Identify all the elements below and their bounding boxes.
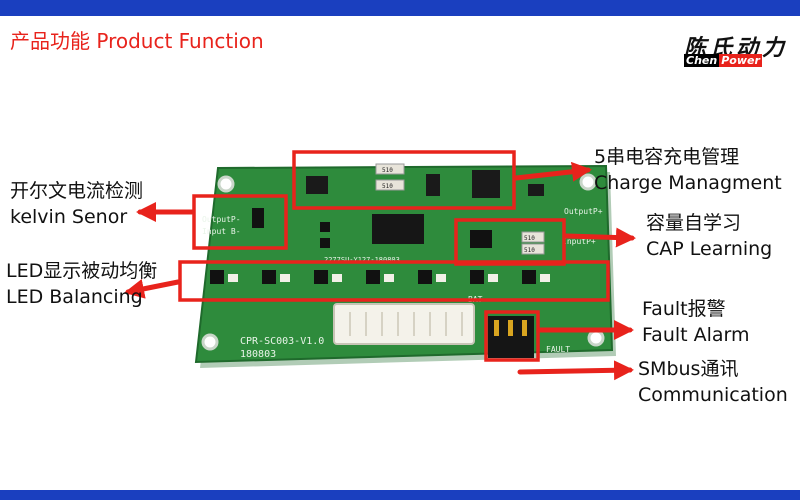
arrow-led	[124, 279, 181, 299]
label-led: LED显示被动均衡 LED Balancing	[6, 258, 157, 310]
label-smbus: SMbus通讯 Communication	[638, 356, 788, 408]
mount-hole	[217, 175, 235, 193]
led-row	[210, 270, 550, 284]
mosfet	[426, 174, 440, 196]
arrow-smbus	[517, 360, 634, 381]
highlight-cap	[454, 218, 566, 266]
label-charge: 5串电容充电管理 Charge Managment	[594, 144, 782, 196]
silk-part-number: 2277SU-Y127-180803	[324, 256, 400, 264]
resistor-code: 510	[524, 247, 535, 254]
sense-resistor	[252, 208, 264, 228]
bottom-bar	[0, 490, 800, 500]
arrow-cap	[563, 227, 636, 248]
resistor-code: 510	[524, 235, 535, 242]
label-fault-cn: Fault报警	[642, 298, 726, 320]
label-led-cn: LED显示被动均衡	[6, 260, 158, 282]
logo-english-left: Chen	[684, 54, 720, 67]
label-fault-en: Fault Alarm	[642, 324, 750, 346]
mount-hole	[587, 329, 605, 347]
resistor	[521, 231, 545, 243]
ic-chip	[472, 170, 500, 198]
transistor	[320, 222, 330, 232]
page-title: 产品功能 Product Function	[10, 29, 264, 53]
logo-english-right: Power	[719, 54, 762, 67]
transistor	[528, 184, 544, 196]
highlight-charge	[292, 150, 516, 210]
resistor-code: 510	[382, 183, 393, 190]
ic-chip	[306, 176, 328, 194]
mount-hole	[579, 173, 597, 191]
label-led-en: LED Balancing	[6, 286, 143, 308]
silk-output-minus: OutputP-	[202, 215, 241, 224]
controller-ic	[372, 214, 424, 244]
label-kelvin-en: kelvin Senor	[10, 206, 128, 228]
label-fault: Fault报警 Fault Alarm	[642, 296, 750, 348]
top-bar	[0, 0, 800, 16]
ic-chip	[470, 230, 492, 248]
highlight-fault	[484, 310, 540, 362]
resistor	[521, 243, 545, 255]
silk-date: 180803	[240, 349, 276, 360]
silk-output-plus: OutputP+	[564, 207, 603, 216]
mount-hole	[201, 333, 219, 351]
resistor-code: 510	[382, 167, 393, 174]
label-charge-en: Charge Managment	[594, 172, 782, 194]
label-smbus-en: Communication	[638, 384, 788, 406]
silk-input: Input B-	[202, 227, 241, 236]
silk-fault: FAULT	[546, 345, 570, 354]
label-smbus-cn: SMbus通讯	[638, 358, 739, 380]
label-kelvin: 开尔文电流检测 kelvin Senor	[10, 178, 143, 230]
silk-model: CPR-SC003-V1.0	[240, 336, 324, 347]
bat-connector	[333, 303, 475, 345]
label-cap-en: CAP Learning	[646, 238, 773, 260]
highlight-kelvin	[192, 194, 288, 250]
label-cap: 容量自学习 CAP Learning	[646, 210, 772, 262]
arrow-charge	[513, 161, 592, 182]
label-charge-cn: 5串电容充电管理	[594, 146, 740, 168]
resistor	[375, 163, 405, 175]
resistor	[375, 179, 405, 191]
transistor	[320, 238, 330, 248]
silk-input-plus: InputP+	[562, 237, 596, 246]
label-kelvin-cn: 开尔文电流检测	[10, 180, 144, 202]
label-cap-cn: 容量自学习	[646, 212, 742, 234]
